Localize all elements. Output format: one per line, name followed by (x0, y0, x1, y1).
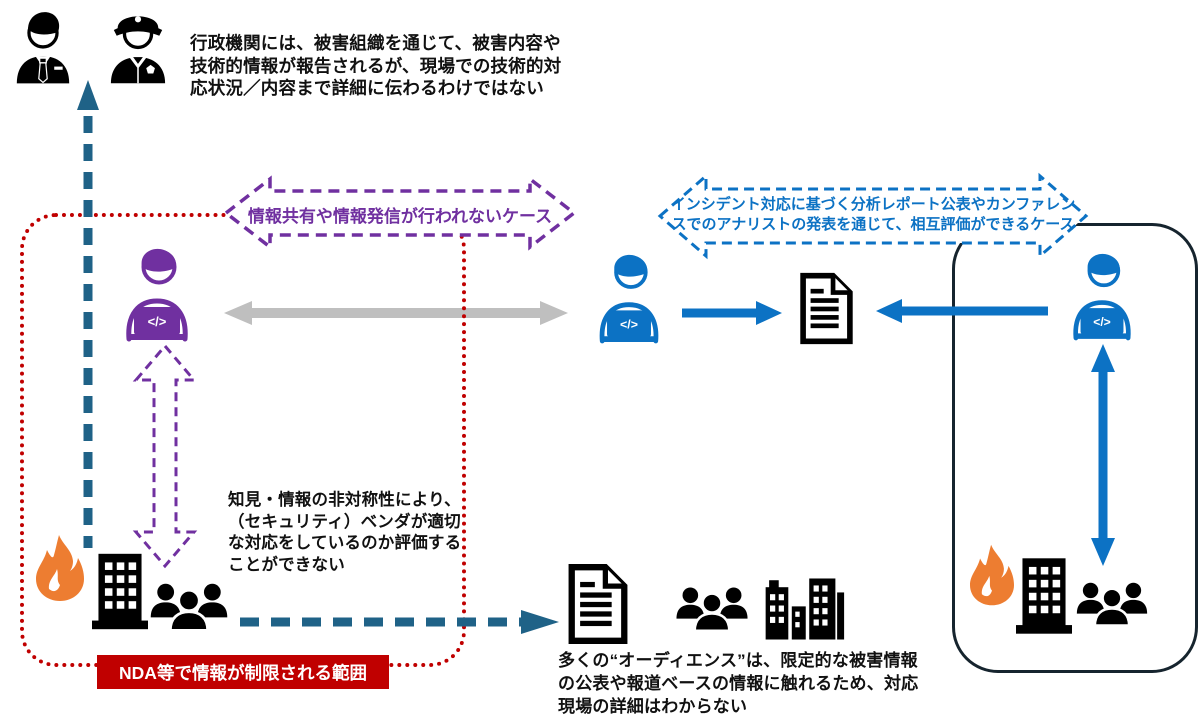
people-group-icon (1076, 582, 1148, 627)
people-group-icon (150, 583, 228, 632)
laptop-code-glyph: </> (1093, 315, 1111, 329)
peer-review-arrow (876, 299, 1048, 323)
mutual-evaluation-case-label: インシデント対応に基づく分析レポート公表やカンファレンスでのアナリストの発表を通… (670, 196, 1076, 233)
coder-purple-icon: </> (126, 248, 188, 342)
fire-icon (970, 544, 1014, 606)
no-sharing-case-arrow (223, 175, 577, 251)
laptop-code-glyph: </> (620, 318, 638, 332)
report-document-icon (800, 272, 853, 345)
laptop-code-glyph: </> (148, 314, 167, 329)
peer-victim-exchange-arrow (1091, 344, 1115, 566)
building-icon (92, 553, 148, 630)
people-group-icon (676, 587, 748, 633)
police-officer-icon (110, 16, 166, 84)
limited-disclosure-arrow (240, 610, 559, 634)
published-document-icon (568, 564, 628, 644)
evaluation-gap-arrow (132, 343, 198, 569)
audience-limited-info-note: 多くの“オーディエンス”は、限定的な被害情報の公表や報道ベースの情報に触れるため… (558, 651, 919, 716)
businessman-icon (16, 12, 70, 84)
publish-report-arrow (682, 301, 782, 325)
vendor-victim-gray-arrow (224, 301, 568, 325)
mutual-evaluation-case-arrow (657, 172, 1089, 260)
report-to-government-arrow (77, 80, 99, 548)
fire-icon (36, 535, 84, 601)
government-report-note: 行政機関には、被害組織を通じて、被害内容や技術的情報が報告されるが、現場での技術… (190, 33, 562, 98)
building-icon (1016, 558, 1072, 634)
city-buildings-icon (765, 578, 845, 640)
coder-blue-right-icon: </> (1073, 253, 1131, 341)
no-sharing-case-label: 情報共有や情報発信が行われないケース (247, 207, 553, 226)
knowledge-asymmetry-note: 知見・情報の非対称性により、（セキュリティ）ベンダが適切な対応をしているのか評価… (228, 491, 462, 574)
nda-scope-label: NDA等で情報が制限される範囲 (97, 655, 389, 689)
coder-blue-icon: </> (599, 254, 659, 344)
